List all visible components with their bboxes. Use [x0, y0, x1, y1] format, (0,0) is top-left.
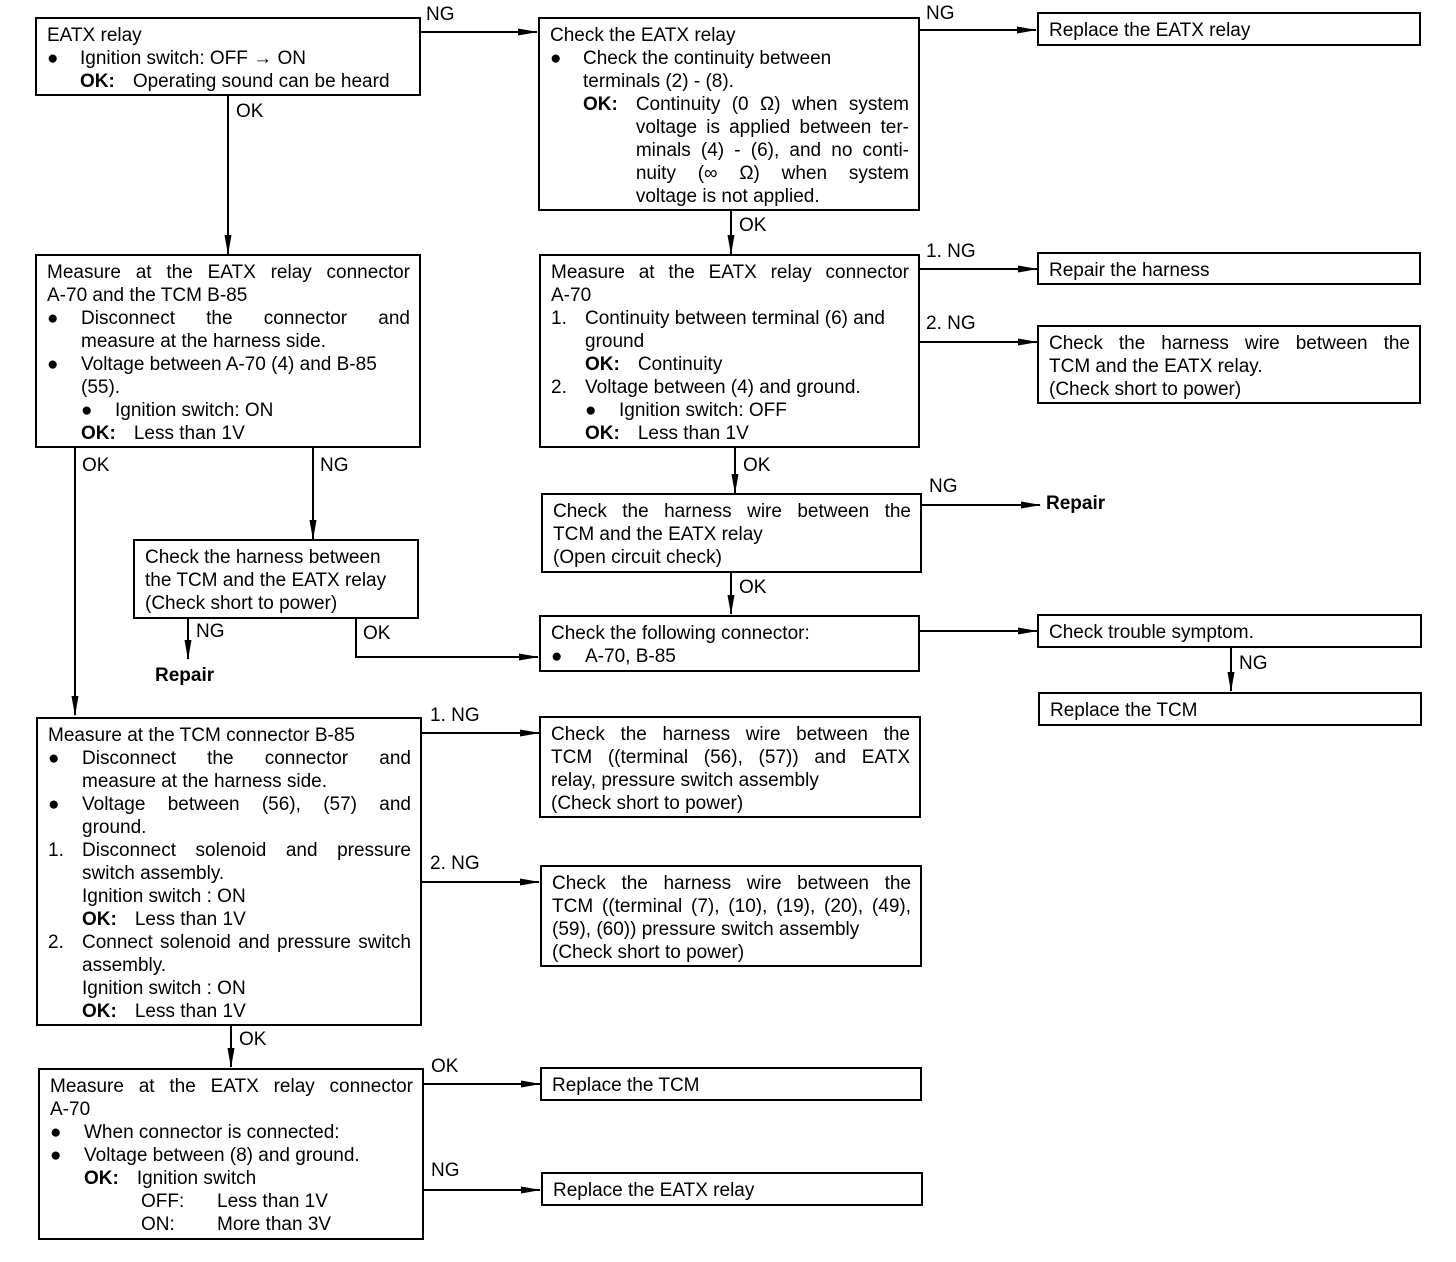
- label-ok: OK: [239, 1029, 267, 1050]
- box-title: EATX relay: [47, 25, 142, 46]
- box-measure-b85: Measure at the TCM connector B-85 ●Disco…: [36, 717, 422, 1026]
- box-title: Check the EATX relay: [550, 25, 736, 46]
- box-check-7-60: Check the harness wire between the TCM (…: [540, 865, 922, 967]
- label-ng: NG: [929, 476, 958, 497]
- label-ok: OK: [739, 215, 767, 236]
- label-ng-1: 1. NG: [430, 705, 480, 726]
- label-ok: OK: [431, 1056, 459, 1077]
- label-ng-2: 2. NG: [926, 313, 976, 334]
- box-measure-a70-final: Measure at the EATX relay connector A-70…: [38, 1068, 424, 1240]
- box-replace-tcm-right: Replace the TCM: [1038, 692, 1422, 726]
- box-check-connector: Check the following connector: ●A-70, B-…: [539, 615, 920, 672]
- label-ng-1: 1. NG: [926, 241, 976, 262]
- box-repair-harness: Repair the harness: [1037, 252, 1421, 285]
- box-check-eatx-relay: Check the EATX relay ●Check the continui…: [538, 17, 920, 211]
- box-eatx-relay: EATX relay ●Ignition switch: OFF → ON OK…: [35, 17, 421, 96]
- label-ok: OK: [82, 455, 110, 476]
- box-check-harness-left: Check the harness between the TCM and th…: [133, 539, 419, 619]
- label-ng: NG: [320, 455, 349, 476]
- arrow-harness-left-ok: [355, 618, 539, 661]
- label-ng: NG: [431, 1160, 460, 1181]
- repair-label: Repair: [1046, 493, 1106, 514]
- box-check-open-circuit: Check the harness wire between the TCM a…: [541, 493, 922, 573]
- box-check-short-power-right: Check the harness wire between the TCM a…: [1037, 325, 1421, 404]
- box-measure-a70: Measure at the EATX relay connector A-70…: [539, 254, 920, 448]
- label-ok: OK: [363, 623, 391, 644]
- label-ok: OK: [236, 101, 264, 122]
- box-replace-eatx-relay-top: Replace the EATX relay: [1037, 12, 1421, 46]
- box-check-trouble-symptom: Check trouble symptom.: [1037, 614, 1422, 648]
- label-ng: NG: [926, 3, 955, 24]
- label-ng: NG: [1239, 653, 1268, 674]
- box-measure-a70-b85: Measure at the EATX relay connector A-70…: [35, 254, 421, 448]
- repair-label: Repair: [155, 665, 215, 686]
- label-ng: NG: [426, 4, 455, 25]
- label-ng: NG: [196, 621, 225, 642]
- label-ok: OK: [739, 577, 767, 598]
- box-check-56-57: Check the harness wire between the TCM (…: [539, 716, 921, 818]
- box-replace-eatx-relay-bottom: Replace the EATX relay: [541, 1172, 923, 1206]
- label-ng-2: 2. NG: [430, 853, 480, 874]
- box-replace-tcm-bottom: Replace the TCM: [540, 1067, 922, 1101]
- label-ok: OK: [743, 455, 771, 476]
